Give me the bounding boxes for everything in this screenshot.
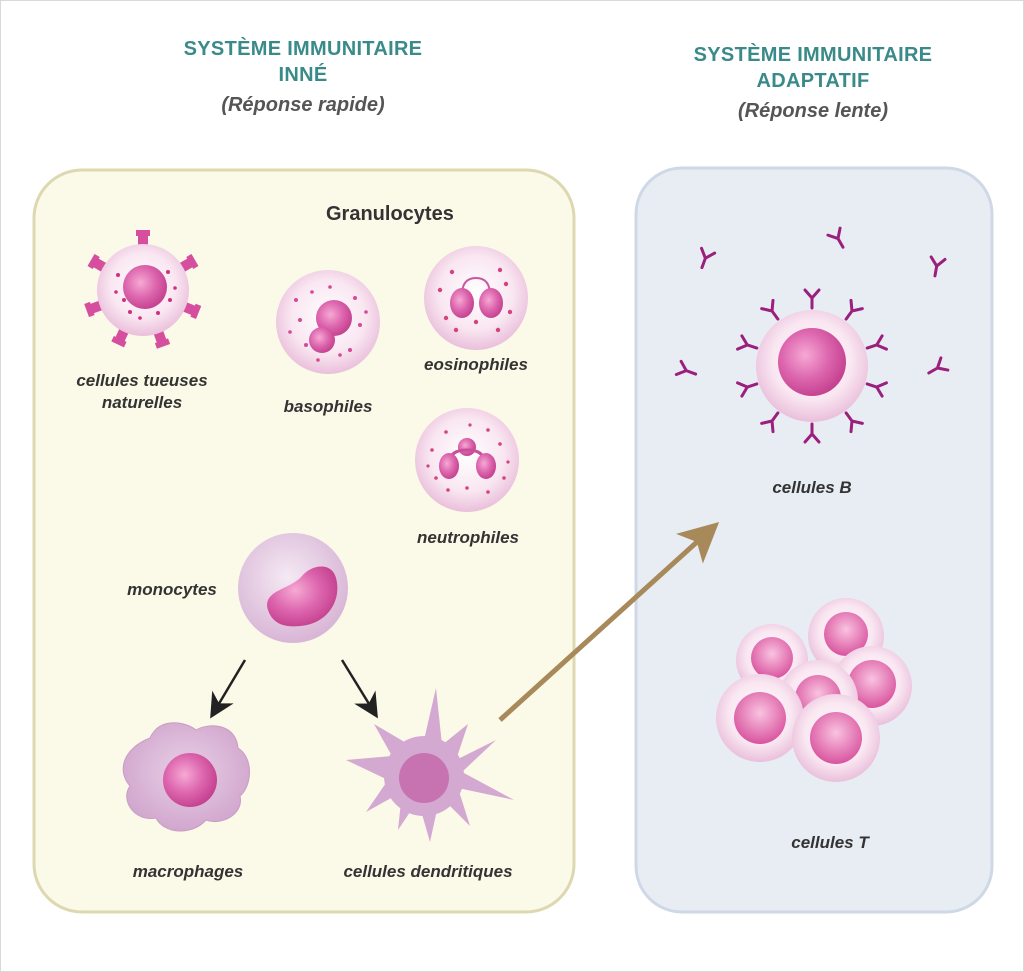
natural-killer-label-line1: cellules tueuses [76,371,208,390]
monocyte-to-dendritic-arrow [340,659,378,719]
dendritic-cell [346,688,514,842]
adaptive-title-line1: SYSTÈME IMMUNITAIRE [693,44,933,66]
b-cell [674,226,950,444]
natural-killer-label-line2: naturelles [101,393,183,412]
innate-subtitle: (Réponse rapide) [221,94,385,116]
b-cells-label: cellules B [772,478,852,497]
eosinophils-label: eosinophiles [424,355,528,374]
macrophage-cell [122,722,250,832]
innate-title-line1: SYSTÈME IMMUNITAIRE [183,38,423,60]
t-cell-cluster [716,598,912,782]
dendritic-cells-label: cellules dendritiques [343,862,513,881]
innate-to-adaptive-arrow [498,521,720,722]
adaptive-panel [634,166,994,914]
natural-killer-cell [84,230,202,349]
t-cells-label: cellules T [791,833,869,852]
eosinophil-cell [424,246,528,350]
natural-killer-label: cellules tueuses naturelles [58,370,226,414]
adaptive-subtitle: (Réponse lente) [737,100,889,122]
monocytes-label: monocytes [127,580,217,599]
innate-title-line2: INNÉ [278,64,328,86]
neutrophil-cell [415,408,519,512]
neutrophils-label: neutrophiles [416,528,519,547]
macrophages-label: macrophages [132,862,244,881]
monocyte-to-macrophage-arrow [210,659,247,719]
innate-title: SYSTÈME IMMUNITAIRE INNÉ [120,36,486,88]
granulocytes-title: Granulocytes [326,203,454,225]
basophil-cell [276,270,380,374]
adaptive-title: SYSTÈME IMMUNITAIRE ADAPTATIF [630,42,996,94]
monocyte-cell [238,533,348,643]
adaptive-title-line2: ADAPTATIF [756,70,870,92]
basophils-label: basophiles [283,397,373,416]
